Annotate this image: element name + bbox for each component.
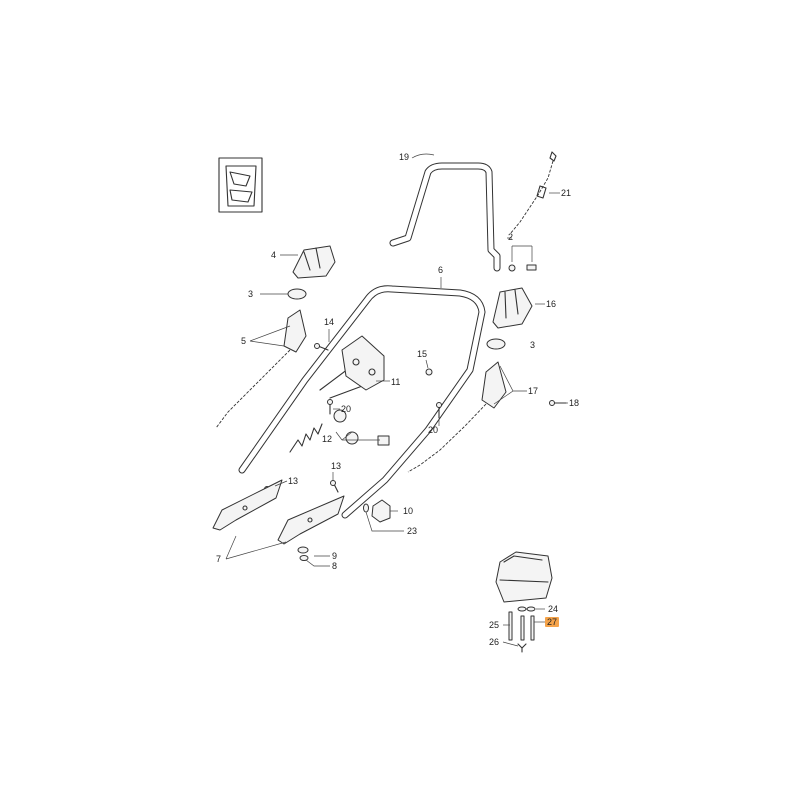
callout-17[interactable]: 17: [528, 386, 538, 396]
callout-5[interactable]: 5: [241, 336, 246, 346]
spring-bushing-part[interactable]: [289, 409, 390, 453]
lower-bracket-left-part[interactable]: [212, 479, 283, 531]
callout-14[interactable]: 14: [324, 317, 334, 327]
main-handle-part[interactable]: [238, 285, 486, 519]
callout-21[interactable]: 21: [561, 188, 571, 198]
callout-10[interactable]: 10: [403, 506, 413, 516]
lever-bracket-left-part[interactable]: [215, 309, 307, 429]
callout-12[interactable]: 12: [322, 434, 332, 444]
callout-3-left[interactable]: 3: [248, 289, 253, 299]
bolt-20-right-part[interactable]: [436, 402, 442, 419]
callout-19[interactable]: 19: [399, 152, 409, 162]
callout-6[interactable]: 6: [438, 265, 443, 275]
callout-27-highlight: [545, 617, 559, 627]
callout-15[interactable]: 15: [417, 349, 427, 359]
engine-washer-24-part[interactable]: [517, 606, 536, 612]
washer-23-part[interactable]: [363, 503, 369, 513]
callout-7[interactable]: 7: [216, 554, 221, 564]
lower-bracket-right-part[interactable]: [277, 495, 345, 545]
screw-14-part[interactable]: [314, 343, 329, 351]
callout-20-right[interactable]: 20: [428, 425, 438, 435]
callout-24[interactable]: 24: [548, 604, 558, 614]
screw-18-part[interactable]: [549, 400, 567, 406]
callout-11[interactable]: 11: [391, 377, 400, 387]
callout-2[interactable]: 2: [508, 232, 513, 242]
engine-bolt-27-part[interactable]: [520, 615, 535, 641]
engine-part[interactable]: [495, 551, 553, 603]
bail-bar-part[interactable]: [389, 162, 501, 272]
callout-18[interactable]: 18: [569, 398, 579, 408]
callout-20-left[interactable]: 20: [341, 404, 351, 414]
callout-4[interactable]: 4: [271, 250, 276, 260]
bolt-20-left-part[interactable]: [327, 399, 333, 415]
callout-25[interactable]: 25: [489, 620, 499, 630]
callout-3-right[interactable]: 3: [530, 340, 535, 350]
screw-13-right-part[interactable]: [330, 480, 339, 493]
callout-26[interactable]: 26: [489, 637, 499, 647]
bracket-plate-part[interactable]: [341, 335, 385, 391]
engine-bolt-25-part[interactable]: [508, 611, 513, 641]
callout-9[interactable]: 9: [332, 551, 337, 561]
cable-cover-left-part[interactable]: [292, 245, 336, 279]
knob-10-part[interactable]: [371, 499, 391, 523]
washer-9-part[interactable]: [297, 546, 309, 554]
lever-knob-right-part[interactable]: [486, 338, 506, 350]
callout-13-left[interactable]: 13: [288, 476, 298, 486]
callout-16[interactable]: 16: [546, 299, 556, 309]
lever-knob-left-part[interactable]: [287, 288, 307, 300]
callout-13-right[interactable]: 13: [331, 461, 341, 471]
callout-8[interactable]: 8: [332, 561, 337, 571]
callout-27[interactable]: 27: [547, 617, 557, 627]
cable-cover-right-part[interactable]: [492, 287, 533, 329]
engine-pin-26-part[interactable]: [517, 643, 527, 653]
nut-15-part[interactable]: [425, 368, 433, 376]
manual-booklet-part: [218, 157, 263, 213]
bolt-nut-part[interactable]: [508, 264, 537, 272]
lever-bracket-right-part[interactable]: [407, 361, 507, 473]
nut-8-part[interactable]: [299, 555, 309, 561]
callout-23[interactable]: 23: [407, 526, 417, 536]
throttle-cable-part[interactable]: [509, 151, 557, 235]
leader-lines: [225, 153, 568, 647]
